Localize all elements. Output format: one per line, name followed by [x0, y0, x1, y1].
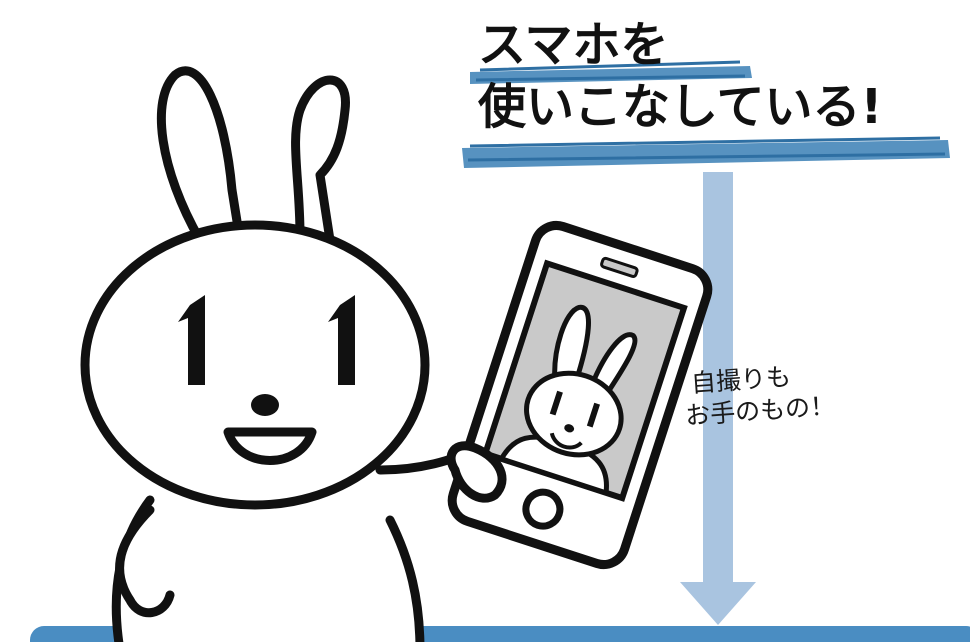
brush-stroke-bottom: [462, 136, 950, 168]
selfie-caption: 自撮りも お手のもの！: [684, 358, 836, 432]
rabbit-nose: [251, 394, 279, 416]
rabbit-mascot-icon: [80, 66, 475, 642]
rabbit-mouth: [223, 427, 317, 465]
headline-line-2: 使いこなしている!: [478, 79, 883, 135]
headline-line-1: スマホを: [478, 17, 669, 73]
down-arrow-icon: [680, 172, 756, 625]
rabbit-eyes: [178, 295, 355, 385]
headline: スマホを 使いこなしている!: [478, 14, 882, 138]
rabbit-hand: [446, 441, 507, 503]
smartphone-icon: [447, 220, 713, 570]
brush-stroke-top: [470, 60, 752, 84]
